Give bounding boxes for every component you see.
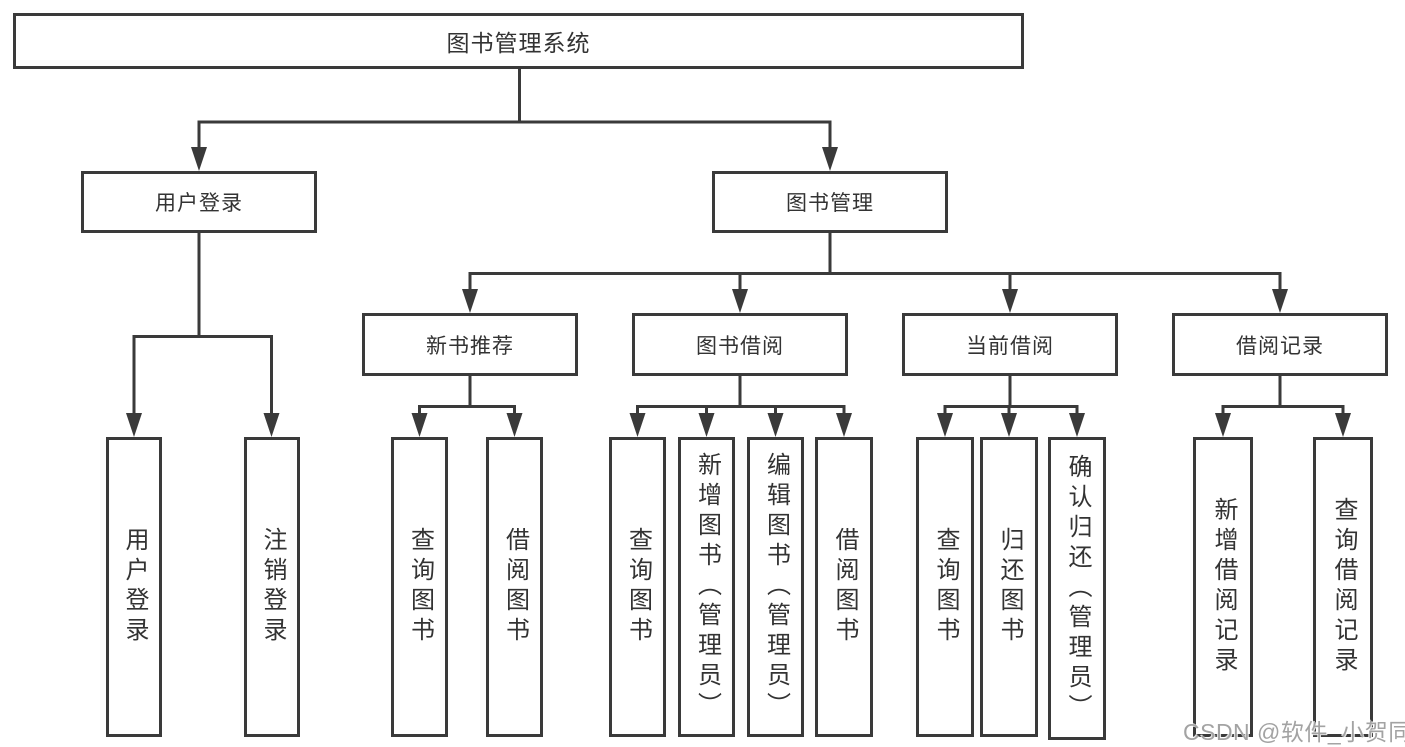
node-bb-borrow-books: 借阅图书 (815, 437, 873, 737)
node-bb-add-books-admin-label: 新增图书（管理员） (693, 452, 721, 722)
node-bb-query-books-label: 查询图书 (624, 527, 652, 647)
node-bb-add-books-admin: 新增图书（管理员） (678, 437, 735, 737)
node-bb-edit-books-admin-label: 编辑图书（管理员） (762, 452, 790, 722)
node-bb-query-books: 查询图书 (609, 437, 666, 737)
node-cb-return-books: 归还图书 (980, 437, 1038, 737)
node-user-login: 用户登录 (106, 437, 162, 737)
node-new-book-recommendation: 新书推荐 (362, 313, 578, 376)
node-br-add-borrow-record-label: 新增借阅记录 (1210, 497, 1237, 677)
node-cb-query-books-label: 查询图书 (932, 527, 959, 647)
watermark-text: CSDN @软件_小贺同学 (1183, 719, 1405, 745)
node-rec-query-books-label: 查询图书 (406, 527, 434, 647)
node-logout-login: 注销登录 (244, 437, 300, 737)
node-br-add-borrow-record: 新增借阅记录 (1193, 437, 1253, 737)
node-rec-borrow-books-label: 借阅图书 (501, 527, 529, 647)
node-cb-confirm-return-admin: 确认归还（管理员） (1048, 437, 1106, 740)
node-bb-edit-books-admin: 编辑图书（管理员） (747, 437, 804, 737)
node-rec-borrow-books: 借阅图书 (486, 437, 543, 737)
node-borrowing-records: 借阅记录 (1172, 313, 1388, 376)
node-cb-return-books-label: 归还图书 (996, 527, 1023, 647)
arrowhead-icons (126, 147, 1351, 437)
node-user-login-label: 用户登录 (121, 527, 148, 647)
node-current-borrowing: 当前借阅 (902, 313, 1118, 376)
node-book-management-branch: 图书管理 (712, 171, 948, 233)
node-bb-borrow-books-label: 借阅图书 (831, 527, 858, 647)
node-cb-query-books: 查询图书 (916, 437, 974, 737)
node-logout-login-label: 注销登录 (259, 527, 286, 647)
node-user-login-branch: 用户登录 (81, 171, 317, 233)
node-library-system: 图书管理系统 (13, 13, 1024, 69)
node-rec-query-books: 查询图书 (391, 437, 448, 737)
connector-stems (132, 69, 1345, 416)
node-cb-confirm-return-admin-label: 确认归还（管理员） (1064, 453, 1091, 724)
node-br-query-borrow-record: 查询借阅记录 (1313, 437, 1373, 737)
node-book-borrowing: 图书借阅 (632, 313, 848, 376)
node-br-query-borrow-record-label: 查询借阅记录 (1330, 497, 1357, 677)
